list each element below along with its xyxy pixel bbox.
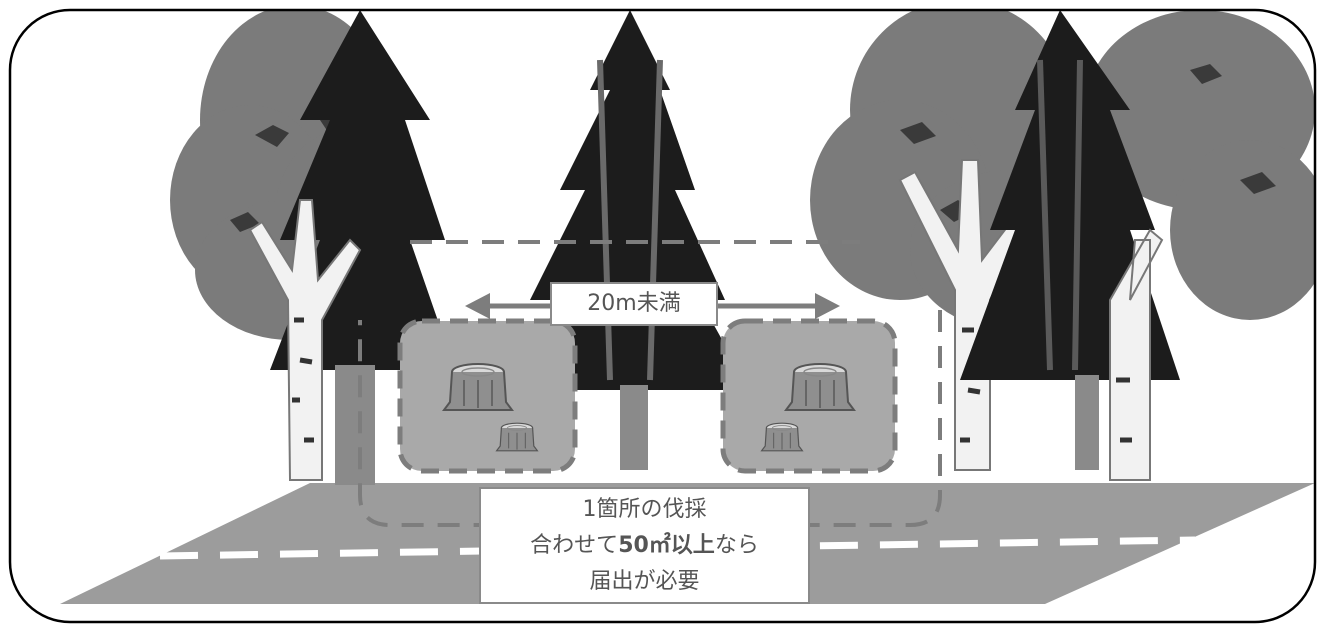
condition-line-2-emphasis: 50㎡以上 bbox=[618, 533, 715, 558]
tree-stump-icon bbox=[496, 422, 539, 452]
condition-line-2: 合わせて50㎡以上なら bbox=[481, 528, 808, 564]
distance-label-text: 20m未満 bbox=[587, 291, 681, 316]
condition-line-3: 届出が必要 bbox=[589, 569, 700, 594]
combined-area-outline bbox=[358, 240, 942, 527]
condition-box: 1箇所の伐採 合わせて50㎡以上なら 届出が必要 bbox=[479, 487, 810, 604]
tree-stump-icon bbox=[760, 422, 804, 452]
tree-stump-icon bbox=[785, 363, 855, 411]
birch-tree-icon bbox=[248, 199, 362, 481]
condition-line-2-prefix: 合わせて bbox=[530, 533, 619, 558]
distance-label: 20m未満 bbox=[550, 282, 718, 326]
birch-tree-icon bbox=[1109, 228, 1164, 481]
tree-stump-icon bbox=[443, 363, 513, 411]
condition-line-2-suffix: なら bbox=[714, 533, 759, 558]
diagram-frame bbox=[8, 8, 1317, 624]
condition-line-1: 1箇所の伐採 bbox=[582, 497, 707, 522]
